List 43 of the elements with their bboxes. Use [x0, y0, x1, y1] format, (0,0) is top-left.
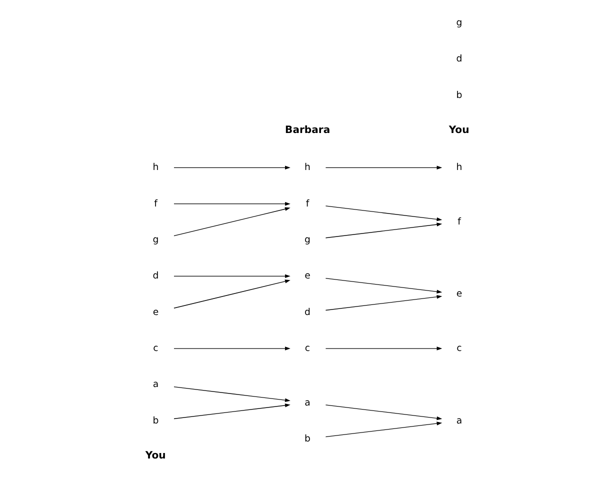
label: You: [144, 450, 166, 462]
label: You: [448, 125, 469, 136]
node-text: a: [304, 397, 310, 408]
node-text: f: [457, 216, 460, 228]
arrow: [324, 278, 442, 294]
node-text: g: [456, 17, 462, 28]
node-text: a: [152, 379, 158, 390]
arrow: [324, 222, 442, 238]
arrow: [173, 166, 290, 170]
arrow: [173, 346, 290, 350]
arrow: [324, 166, 442, 170]
node-text: c: [456, 343, 462, 354]
node-text: c: [304, 343, 310, 354]
arrow: [173, 280, 290, 308]
arrow: [324, 295, 442, 311]
node-text: a: [456, 415, 462, 426]
node-text: d: [456, 54, 462, 65]
node-text: b: [152, 415, 158, 426]
node-text: e: [304, 270, 310, 282]
arrow: [173, 207, 290, 236]
arrow: [324, 422, 442, 438]
node-text: f: [305, 198, 309, 210]
node-text: h: [152, 162, 158, 174]
node-text: b: [304, 433, 310, 444]
node-text: h: [456, 162, 462, 174]
node-text: g: [152, 234, 158, 246]
node-text: d: [152, 270, 158, 282]
arrow: [173, 404, 290, 420]
node-text: g: [304, 234, 310, 246]
node-text: c: [152, 343, 158, 354]
arrow: [173, 202, 290, 206]
arrow: [173, 274, 290, 278]
arrow: [173, 386, 290, 402]
arrow: [324, 346, 442, 350]
label: Barbara: [284, 125, 330, 136]
node-text: e: [152, 306, 158, 318]
node-text: f: [154, 198, 157, 210]
node-text: e: [456, 288, 462, 300]
node-text: b: [456, 90, 462, 101]
arrow: [324, 206, 442, 222]
node-text: h: [304, 162, 310, 174]
arrow: [324, 404, 442, 420]
node-text: d: [304, 306, 310, 318]
